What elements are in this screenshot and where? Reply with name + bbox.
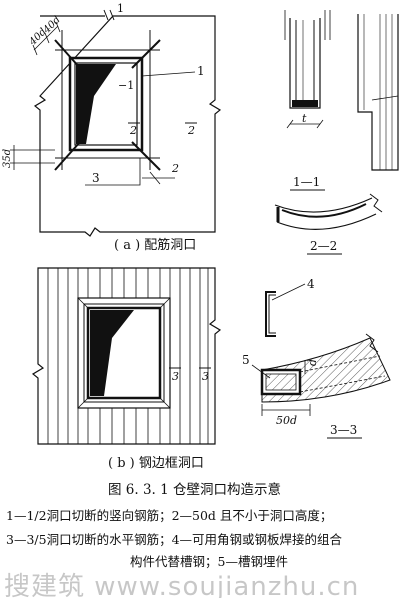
label-1: 1 [197, 64, 205, 78]
label-section-3-3: 3—3 [330, 423, 357, 437]
channel-4-drawing [265, 291, 276, 337]
extended-bars-a [55, 30, 160, 170]
steel-frame-b [77, 297, 171, 409]
diagonal-bars-a [54, 39, 161, 171]
label-50d: 50d [276, 414, 297, 427]
label-section-1-1: 1—1 [293, 175, 320, 189]
label-d: d [306, 359, 319, 366]
legend-line-1: 1—1/2洞口切断的竖向钢筋；2—50d 且不小于洞口高度； [6, 508, 333, 523]
top-label-1: 1 [117, 2, 124, 15]
label-3: 3 [92, 171, 100, 185]
label-b-3a: 3 [172, 370, 179, 383]
label-4: 4 [307, 277, 315, 291]
leader-5 [251, 364, 271, 379]
legend-line-2: 3—3/5洞口切断的水平钢筋；4—可用角钢或钢板焊接的组合 [6, 532, 343, 547]
opening-a [68, 56, 144, 152]
section-1-1-drawing [284, 10, 399, 171]
label-35d: 35d [2, 149, 13, 168]
leader-3 [85, 158, 141, 186]
label-b-3b: 3 [202, 370, 209, 383]
label-t: t [302, 112, 307, 125]
section-2-right: 2 [187, 124, 195, 137]
section-3-3-drawing [260, 333, 391, 416]
leader-1 [141, 71, 196, 77]
figure-title: 图 6. 3. 1 仓壁洞口构造示意 [108, 482, 282, 498]
panel-a-wall [33, 15, 222, 237]
label-section-2-2: 2—2 [310, 239, 337, 253]
opening-b-shadow [90, 310, 134, 396]
opening-a-shadow [76, 64, 116, 144]
legend-line-3: 构件代替槽钢；5—槽钢埋件 [130, 554, 288, 569]
dim-35d-lines [10, 145, 55, 170]
label-2: 2 [171, 162, 179, 175]
leader-4 [271, 283, 306, 301]
label-5: 5 [242, 353, 250, 367]
leader-2-tick [149, 171, 161, 185]
dim-40d-lines [32, 21, 61, 56]
label-minus1: −1 [118, 79, 134, 92]
break-mark-top [103, 9, 115, 21]
section-2-2-drawing [274, 193, 383, 230]
caption-panel-a: ( a ) 配筋洞口 [114, 238, 197, 253]
section-2-inner: 2 [129, 124, 137, 137]
caption-panel-b: ( b ) 钢边框洞口 [108, 456, 204, 471]
watermark: 搜建筑 www.soujianzhu.cn [4, 572, 360, 598]
